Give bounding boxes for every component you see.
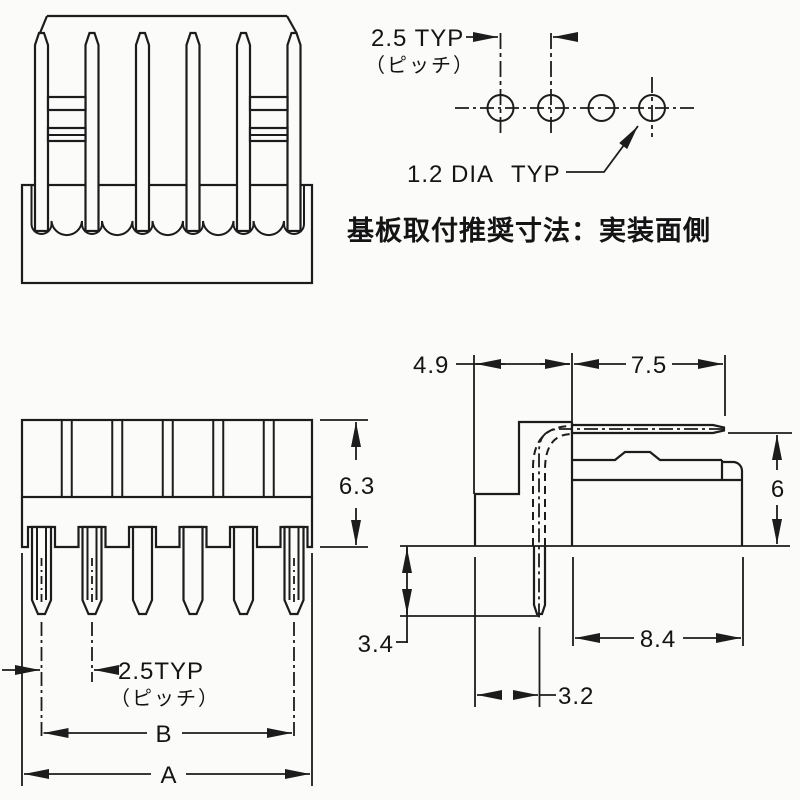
scalloped-pin-slots [30,185,305,237]
dim-pitch-note: （ピッチ） [365,54,475,77]
pcb-mounting-pattern: 2.5 TYP （ピッチ） 1.2 DIA TYP 基板取付推奨寸法：実装面側 [347,25,711,246]
side-view: 4.9 7.5 6 3.4 [358,352,792,710]
pin-centerline [538,428,723,620]
dim-3-2-label: 3.2 [558,683,594,710]
pin [134,31,151,233]
pin [131,525,154,616]
dim-tail-length: 3.4 [358,546,412,658]
drawing-caption: 基板取付推奨寸法：実装面側 [347,215,711,246]
dim-pitch-label: 2.5TYP [118,658,204,685]
pin [286,31,302,233]
polarizing-ribs [46,95,289,143]
dim-pitch-label: 2.5 TYP [371,25,464,52]
dim-6-label: 6 [771,476,785,503]
hidden-pin-edge [544,433,573,546]
dim-hole-dia-label: 1.2 DIA [407,161,494,188]
pin [235,31,252,233]
housing-base [20,183,314,285]
dim-body-depth: 8.4 [572,557,744,653]
dim-back-to-tail: 3.2 [474,557,594,710]
mating-face-view [20,14,314,285]
dim-a-label: A [160,762,177,789]
dim-7-5-label: 7.5 [631,352,667,379]
housing-castellated-base [20,497,314,549]
dim-3-4-label: 3.4 [358,631,394,658]
dim-4-9-label: 4.9 [413,352,449,379]
solder-tail [532,546,547,616]
dim-pitch: 2.5TYP （ピッチ） [2,658,220,710]
mounting-hole [486,94,515,122]
pin [33,31,50,233]
mounting-hole [638,94,666,122]
dim-body-height: 6.3 [320,419,375,548]
dim-8-4-label: 8.4 [640,626,676,653]
solder-pins [30,525,305,616]
housing-profile [473,420,574,546]
pin [232,525,255,616]
slot-partition-lines [60,420,275,497]
mounting-hole [587,94,616,122]
contact-shelf [572,450,744,546]
housing-top-edge [38,14,298,34]
pin [84,31,100,233]
mounting-hole [537,94,565,122]
dim-b-label: B [155,721,172,748]
dim-pin-span: B [43,721,292,748]
dim-top-row: 4.9 7.5 [413,352,726,494]
dim-mating-height: 6 [728,432,792,544]
hole-dia-leader [566,125,639,173]
dim-overall-width: A [24,762,310,789]
pin [185,31,201,233]
dim-6-3-label: 6.3 [339,473,375,500]
dim-hole-dia-typ: TYP [511,161,561,188]
housing-body [20,418,314,499]
pin [182,525,204,616]
front-view: 6.3 2.5TYP （ピッチ） B A [2,418,375,789]
dim-pitch-note: （ピッチ） [110,687,220,710]
